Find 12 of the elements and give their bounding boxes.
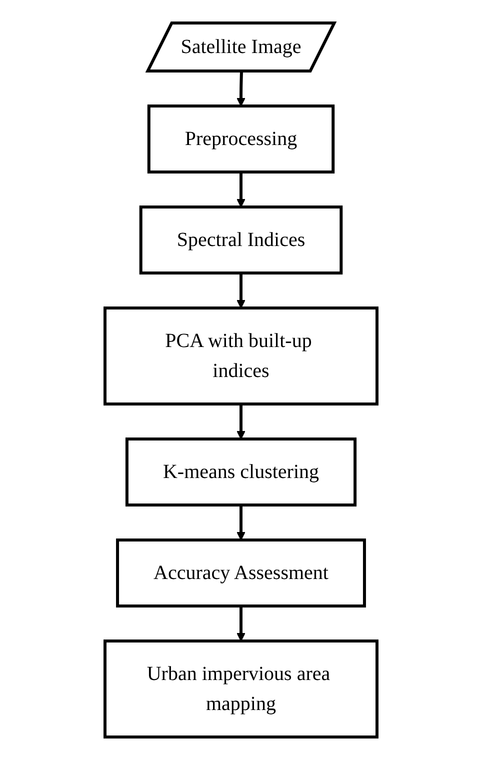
arrow	[236, 505, 245, 540]
node-box: Preprocessing	[146, 104, 334, 174]
arrow	[236, 71, 245, 106]
arrow	[236, 172, 245, 208]
node-box: K-means clustering	[124, 438, 356, 506]
node-box: Urban impervious area mapping	[103, 640, 378, 738]
arrow	[236, 606, 245, 642]
node-box: Spectral Indices	[138, 206, 342, 274]
node-box: PCA with built-up indices	[103, 306, 378, 406]
arrow	[236, 404, 245, 440]
arrow	[236, 273, 245, 308]
node-box: Accuracy Assessment	[116, 538, 366, 608]
